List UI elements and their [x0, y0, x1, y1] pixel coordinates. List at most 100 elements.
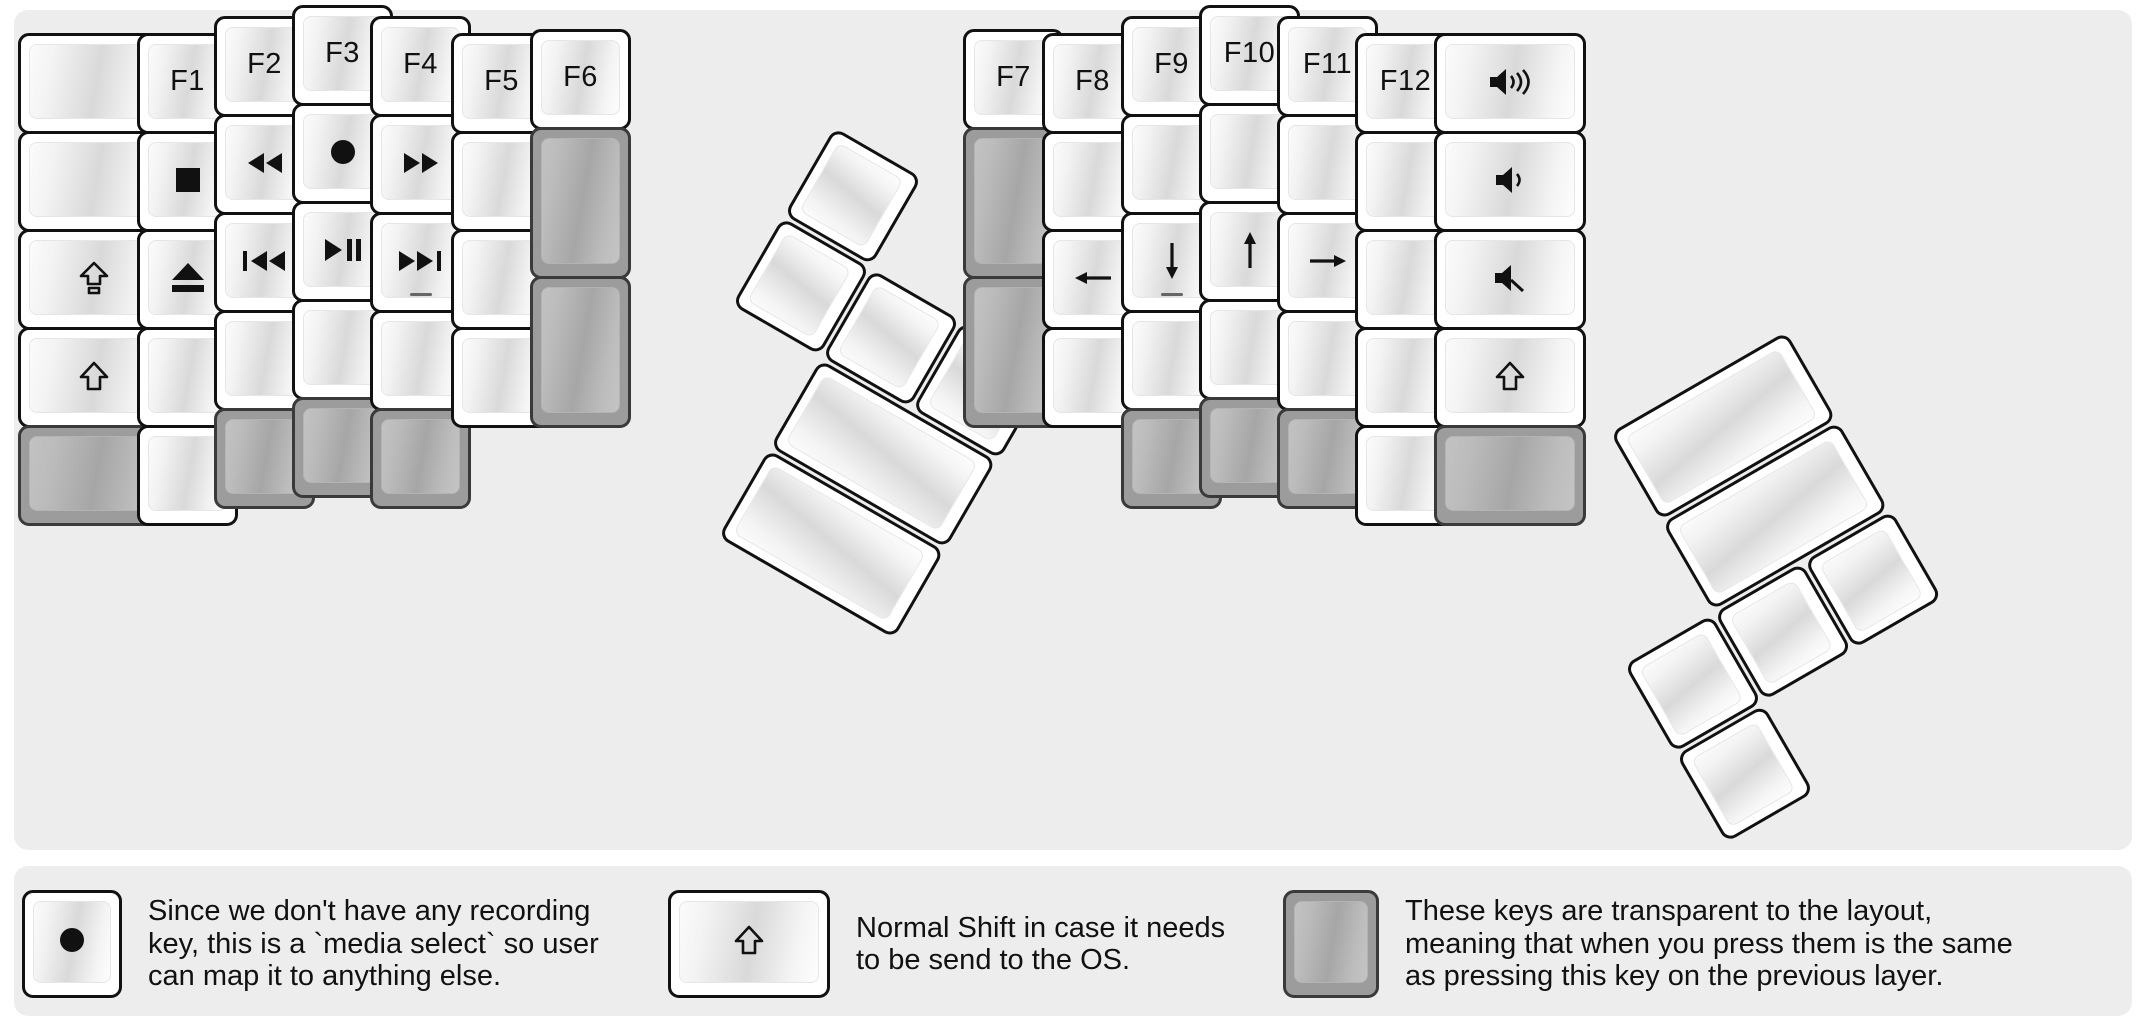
keycap-face — [33, 901, 111, 983]
keycap-label: F11 — [1302, 48, 1353, 80]
keycap-label: F12 — [1379, 65, 1432, 97]
keycap-face: F2 — [225, 27, 304, 102]
keycap-face — [225, 223, 304, 298]
keycap-face — [1132, 223, 1211, 298]
keycap-face — [1288, 223, 1367, 298]
keycap-face — [1366, 142, 1445, 217]
keycap-face — [148, 338, 227, 413]
keycap-face: F9 — [1132, 27, 1211, 102]
shift-icon — [1495, 361, 1525, 391]
keycap-face — [1445, 142, 1575, 217]
keycap-label: F2 — [247, 48, 282, 80]
keycap-face: F3 — [303, 16, 382, 91]
keycap-face — [1288, 125, 1367, 200]
keycap-label: F5 — [484, 65, 519, 97]
keycap-face — [1445, 338, 1575, 413]
right-col-pinky-outer-r4[interactable] — [1434, 327, 1586, 428]
keycap-face — [1294, 901, 1368, 983]
keycap-face — [1366, 338, 1445, 413]
keycap-face — [303, 310, 382, 385]
keycap-face: F7 — [974, 40, 1053, 115]
left-col-inner-r3[interactable] — [530, 276, 631, 428]
keycap-face — [837, 284, 942, 391]
keycap-face — [462, 142, 541, 217]
legend-record-text: Since we don't have any recording key, t… — [148, 895, 599, 993]
legend-shift-text: Normal Shift in case it needs to be send… — [856, 911, 1226, 976]
keycap-label: F4 — [403, 48, 438, 80]
right-col-ring-r2[interactable] — [1277, 114, 1378, 215]
left-col-inner-r1[interactable]: F6 — [530, 29, 631, 130]
keycap-face — [1445, 436, 1575, 511]
keycap-face — [1366, 436, 1445, 511]
keycap-label: F1 — [170, 65, 205, 97]
keycap-face — [381, 419, 460, 494]
left-col-ring-r4[interactable] — [214, 310, 315, 411]
right-col-pinky-outer-r1[interactable] — [1434, 33, 1586, 134]
keycap-face — [381, 125, 460, 200]
keycap-face — [1210, 114, 1289, 189]
volume-mute-icon — [1493, 263, 1527, 293]
keycap-face: F12 — [1366, 44, 1445, 119]
keycap-face — [1132, 419, 1211, 494]
keycap-face: F5 — [462, 44, 541, 119]
keycap-face — [1729, 579, 1834, 686]
keycap-face: F11 — [1288, 27, 1367, 102]
arrow-up-icon — [1238, 230, 1262, 270]
keycap-face — [1210, 408, 1289, 483]
keycap-face: F6 — [541, 40, 620, 115]
left-col-middle-r3[interactable] — [292, 201, 393, 302]
keycap-face — [679, 901, 819, 983]
record-icon — [330, 139, 356, 165]
legend-record: Since we don't have any recording key, t… — [22, 890, 668, 998]
keycap-face — [462, 240, 541, 315]
keycap-face — [541, 287, 620, 413]
right-col-pinky-outer-r2[interactable] — [1434, 131, 1586, 232]
eject-icon — [171, 263, 204, 292]
homing-bar — [1160, 293, 1183, 296]
keycap-face — [148, 240, 227, 315]
legend-transparent-text: These keys are transparent to the layout… — [1405, 895, 2013, 993]
legend-transparent-swatch — [1283, 890, 1379, 998]
legend-transparent: These keys are transparent to the layout… — [1283, 890, 2146, 998]
shift-icon — [79, 361, 109, 391]
keycap-label: F7 — [996, 61, 1031, 93]
keycap-face: F10 — [1210, 16, 1289, 91]
volume-up-icon — [1488, 67, 1532, 97]
left-col-index-r5[interactable] — [370, 408, 471, 509]
keycap-face — [1053, 240, 1132, 315]
keycap-face — [1445, 44, 1575, 119]
keycap-face — [225, 321, 304, 396]
legend-panel — [14, 866, 2132, 1016]
next-track-icon — [397, 249, 445, 273]
left-col-inner-r2[interactable] — [530, 127, 631, 279]
keycap-face — [1132, 125, 1211, 200]
play-pause-icon — [323, 237, 363, 263]
keycap-face — [1288, 419, 1367, 494]
legend-record-swatch — [22, 890, 122, 998]
record-icon — [59, 927, 85, 958]
keycap-label: F6 — [563, 61, 598, 93]
keycap-face — [1053, 142, 1132, 217]
keycap-face — [148, 142, 227, 217]
caps-lock-icon — [79, 261, 109, 295]
shift-icon — [734, 925, 764, 960]
arrow-right-icon — [1308, 249, 1348, 273]
rewind-icon — [244, 151, 286, 175]
arrow-down-icon — [1160, 241, 1184, 281]
keycap-face: F4 — [381, 27, 460, 102]
right-col-pinky-outer-r5[interactable] — [1434, 425, 1586, 526]
volume-down-icon — [1494, 165, 1526, 195]
keycap-face — [148, 436, 227, 511]
keycap-face — [1210, 212, 1289, 287]
keycap-face — [974, 287, 1053, 413]
stop-icon — [175, 167, 200, 192]
keycap-label: F3 — [325, 37, 360, 69]
keycap-face — [462, 338, 541, 413]
keycap-label: F8 — [1075, 65, 1110, 97]
keycap-face — [541, 138, 620, 264]
keycap-face: F1 — [148, 44, 227, 119]
right-col-pinky-outer-r3[interactable] — [1434, 229, 1586, 330]
keycap-face — [1819, 527, 1924, 634]
keycap-face — [303, 114, 382, 189]
